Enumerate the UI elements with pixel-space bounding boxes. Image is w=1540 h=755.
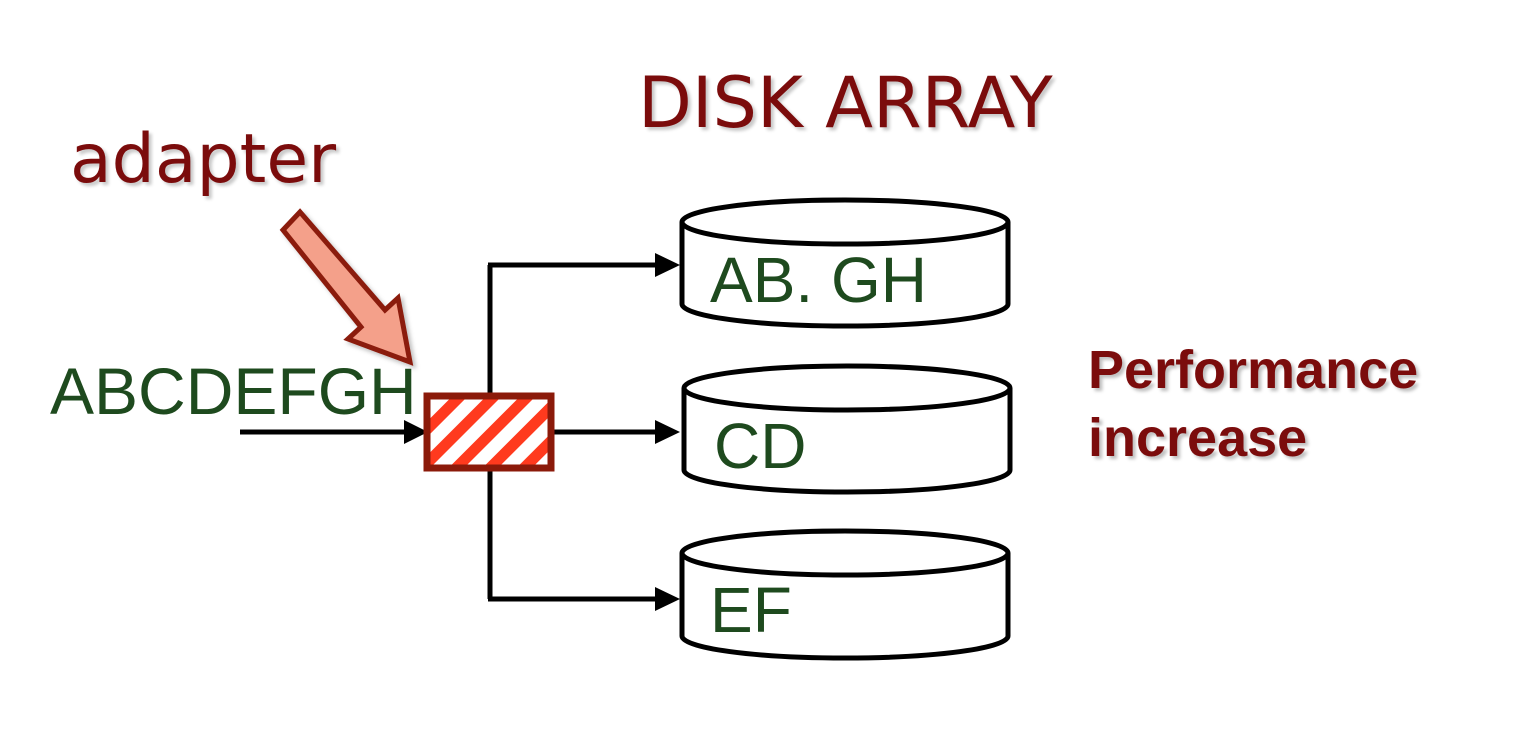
disk-3-label: EF: [710, 574, 792, 646]
disk-1-label: AB. GH: [710, 244, 927, 316]
disk-3: [679, 528, 1011, 661]
performance-note: Performance increase: [1088, 336, 1418, 472]
connector-lines: [487, 253, 680, 611]
adapter-box: [423, 392, 555, 472]
connector-middle: [552, 420, 680, 444]
disk-1: [679, 197, 1011, 329]
diagram-title: DISK ARRAY: [638, 62, 1053, 144]
disk-2: [681, 363, 1013, 495]
adapter-callout-arrow: [279, 208, 414, 366]
connector-top: [488, 253, 680, 277]
input-stream-label: ABCDEFGH: [50, 354, 417, 428]
adapter-label: adapter: [70, 120, 337, 199]
performance-note-line2: increase: [1088, 408, 1308, 468]
connector-bottom: [488, 587, 680, 611]
input-arrow: [240, 420, 428, 444]
disk-2-label: CD: [714, 410, 807, 482]
performance-note-line1: Performance: [1088, 340, 1419, 400]
